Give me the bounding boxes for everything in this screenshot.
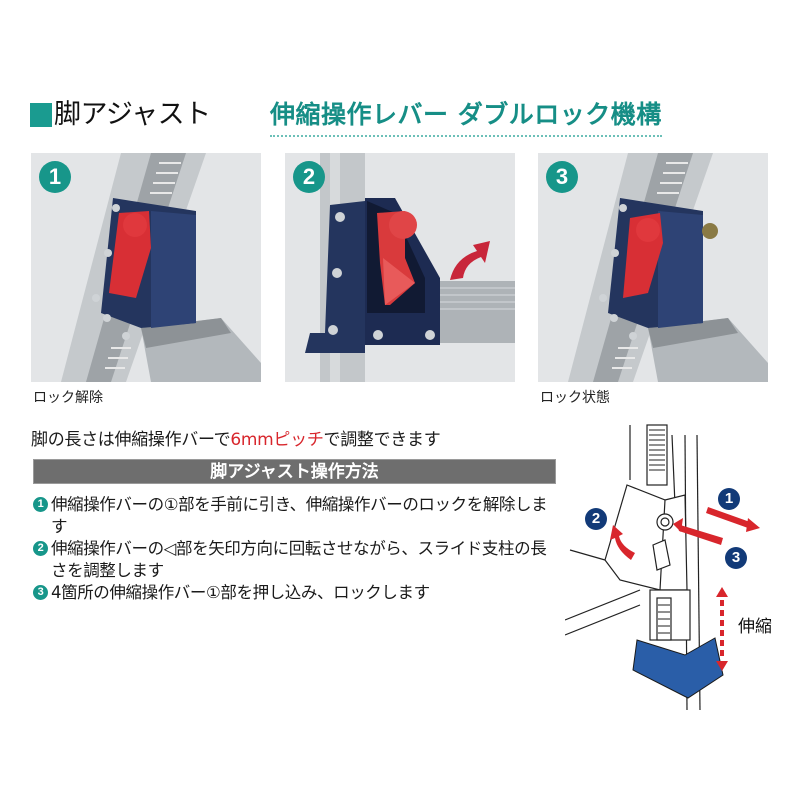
- step-item: 3 4箇所の伸縮操作バー①部を押し込み、ロックします: [33, 582, 558, 604]
- photo-locked: 3: [538, 153, 768, 382]
- procedure-steps: 1 伸縮操作バーの①部を手前に引き、伸縮操作バーのロックを解除します 2 伸縮操…: [33, 494, 558, 604]
- note-suffix: で調整できます: [323, 430, 441, 450]
- step-number-3-icon: 3: [33, 585, 48, 600]
- note-prefix: 脚の長さは伸縮操作バーで: [31, 430, 231, 450]
- ladder-lever-locked-image: [538, 153, 768, 382]
- extend-retract-label: 伸縮: [738, 617, 772, 637]
- subheading: 伸縮操作レバー ダブルロック機構: [270, 99, 662, 137]
- caption-unlocked: ロック解除: [33, 390, 103, 406]
- square-bullet-icon: [30, 103, 52, 127]
- step-badge-1: 1: [39, 161, 71, 193]
- step-text: 伸縮操作バーの◁部を矢印方向に回転させながら、スライド支柱の長さを調整します: [51, 539, 547, 580]
- section-heading: 脚アジャスト: [30, 98, 211, 132]
- step-badge-3: 3: [546, 161, 578, 193]
- diagram-badge-3: 3: [725, 547, 747, 569]
- photo-rotate: 2: [285, 153, 515, 382]
- step-badge-2: 2: [293, 161, 325, 193]
- ladder-lever-unlocked-image: [31, 153, 261, 382]
- step-text: 伸縮操作バーの①部を手前に引き、伸縮操作バーのロックを解除します: [51, 495, 548, 536]
- diagram-badge-2: 2: [585, 508, 607, 530]
- photo-unlocked: 1: [31, 153, 261, 382]
- note-highlight: 6mmピッチ: [230, 430, 324, 450]
- step-number-2-icon: 2: [33, 541, 48, 556]
- step-item: 1 伸縮操作バーの①部を手前に引き、伸縮操作バーのロックを解除します: [33, 494, 558, 538]
- heading-text: 脚アジャスト: [54, 99, 211, 130]
- pitch-note: 脚の長さは伸縮操作バーで6mmピッチで調整できます: [31, 425, 441, 450]
- step-text: 4箇所の伸縮操作バー①部を押し込み、ロックします: [51, 583, 430, 602]
- adjuster-diagram: 1 2 3: [564, 420, 790, 711]
- diagram-badge-1: 1: [718, 488, 740, 510]
- ladder-leg-diagram-illustration: [564, 424, 760, 711]
- caption-locked: ロック状態: [540, 390, 610, 406]
- procedure-header-bar: 脚アジャスト操作方法: [33, 459, 556, 484]
- step-item: 2 伸縮操作バーの◁部を矢印方向に回転させながら、スライド支柱の長さを調整します: [33, 538, 558, 582]
- ladder-lever-rotate-image: [285, 153, 515, 382]
- step-number-1-icon: 1: [33, 497, 48, 512]
